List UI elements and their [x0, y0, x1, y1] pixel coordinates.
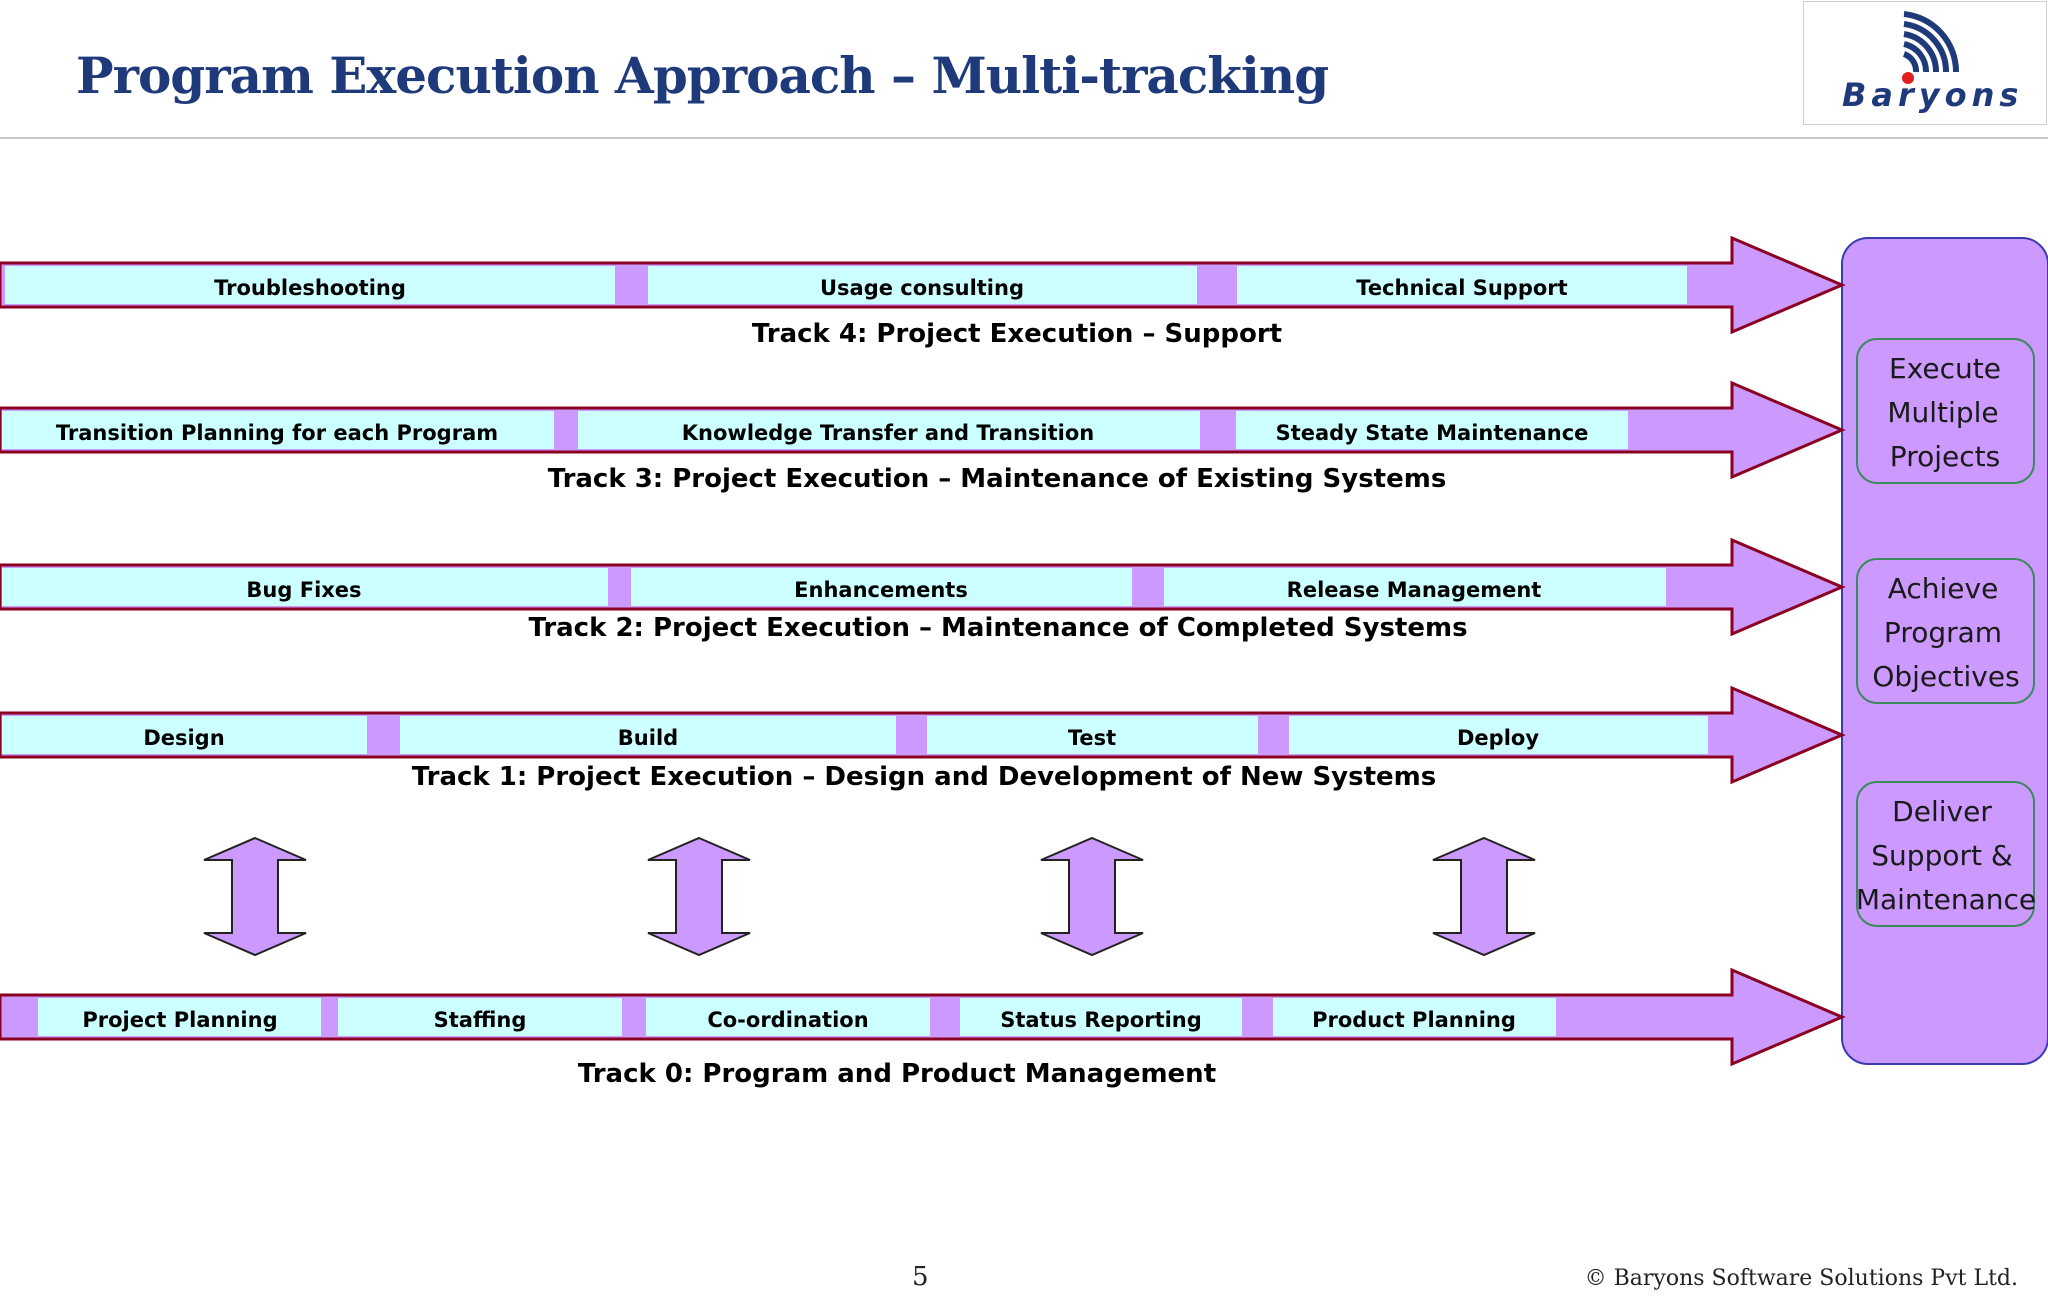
- track-2-segment-1: [2, 568, 608, 606]
- double-arrow-icon: [1432, 836, 1536, 957]
- track-2-segment-2-label: Enhancements: [794, 578, 968, 602]
- double-arrow-icon: [203, 836, 307, 957]
- track-0: Project Planning Staffing Co-ordination …: [0, 967, 1846, 1089]
- track-0-segment-4-label: Status Reporting: [1000, 1008, 1202, 1032]
- copyright-notice: © Baryons Software Solutions Pvt Ltd.: [1584, 1266, 2018, 1291]
- track-2-segment-2: [631, 568, 1132, 606]
- track-2-label: Track 2: Project Execution – Maintenance…: [528, 613, 1467, 643]
- track-0-segment-2-label: Staffing: [434, 1008, 527, 1032]
- track-4: Troubleshooting Usage consulting Technic…: [0, 235, 1846, 349]
- track-3-segment-3-label: Steady State Maintenance: [1276, 421, 1589, 445]
- goal-execute-line-2: Multiple: [1887, 396, 1998, 429]
- track-1-segment-4: [1289, 716, 1708, 754]
- track-0-segment-3: [646, 998, 930, 1036]
- track-1-segment-1: [2, 716, 367, 754]
- goal-achieve-line-1: Achieve: [1888, 572, 1999, 605]
- goal-deliver-box: Deliver Support & Maintenance: [1856, 781, 2036, 927]
- track-1-segment-4-label: Deploy: [1457, 726, 1539, 750]
- track-4-segment-1: [5, 266, 615, 304]
- track-1-segment-2-label: Build: [618, 726, 678, 750]
- logo-text: Baryons: [1842, 76, 2024, 114]
- track-1-segment-3: [927, 716, 1258, 754]
- track-3-segment-1-label: Transition Planning for each Program: [56, 421, 498, 445]
- slide-title: Program Execution Approach – Multi-track…: [76, 46, 1329, 105]
- track-4-label: Track 4: Project Execution – Support: [752, 319, 1282, 349]
- track-1-label: Track 1: Project Execution – Design and …: [412, 762, 1437, 792]
- track-3-segment-3: [1236, 411, 1628, 449]
- track-3-segment-2: [578, 411, 1200, 449]
- track-4-segment-3: [1237, 266, 1687, 304]
- track-0-segment-2: [338, 998, 622, 1036]
- track-0-segment-5-label: Product Planning: [1312, 1008, 1516, 1032]
- logo-signal-icon: [1902, 11, 1960, 84]
- double-arrow-icon: [647, 836, 751, 957]
- track-2-segment-1-label: Bug Fixes: [246, 578, 361, 602]
- goal-achieve-line-2: Program: [1884, 616, 2002, 649]
- goal-achieve-line-3: Objectives: [1872, 660, 2019, 693]
- goal-deliver-line-3: Maintenance: [1856, 883, 2036, 916]
- track-2-segment-3: [1164, 568, 1666, 606]
- goal-deliver-line-1: Deliver: [1892, 795, 1992, 828]
- track-3-label: Track 3: Project Execution – Maintenance…: [548, 464, 1447, 494]
- header-divider: [0, 137, 2048, 139]
- goal-execute-box: Execute Multiple Projects: [1856, 338, 2035, 484]
- track-1: Design Build Test Deploy Track 1: Projec…: [0, 685, 1846, 792]
- track-1-segment-1-label: Design: [143, 726, 224, 750]
- track-1-segment-3-label: Test: [1068, 726, 1116, 750]
- track-4-segment-3-label: Technical Support: [1356, 276, 1567, 300]
- double-arrow-icon: [1040, 836, 1144, 957]
- track-0-label: Track 0: Program and Product Management: [578, 1059, 1216, 1089]
- track-4-segment-2-label: Usage consulting: [820, 276, 1024, 300]
- track-1-arrow: [0, 685, 1846, 785]
- track-2-segment-3-label: Release Management: [1287, 578, 1542, 602]
- track-0-segment-3-label: Co-ordination: [707, 1008, 868, 1032]
- track-0-segment-4: [960, 998, 1242, 1036]
- track-0-segment-1: [38, 998, 321, 1036]
- page-number: 5: [912, 1262, 929, 1292]
- goal-achieve-box: Achieve Program Objectives: [1856, 558, 2035, 704]
- track-0-segment-5: [1273, 998, 1556, 1036]
- track-4-segment-1-label: Troubleshooting: [214, 276, 406, 300]
- track-3: Transition Planning for each Program Kno…: [0, 380, 1846, 494]
- goal-execute-line-3: Projects: [1890, 440, 2000, 473]
- track-4-segment-2: [648, 266, 1197, 304]
- track-1-segment-2: [400, 716, 896, 754]
- track-3-segment-1: [2, 411, 554, 449]
- track-0-segment-1-label: Project Planning: [82, 1008, 277, 1032]
- goal-execute-line-1: Execute: [1889, 352, 2001, 385]
- track-3-segment-2-label: Knowledge Transfer and Transition: [682, 421, 1094, 445]
- goal-deliver-line-2: Support &: [1871, 839, 2012, 872]
- track-2: Bug Fixes Enhancements Release Managemen…: [0, 537, 1846, 643]
- company-logo: Baryons: [1803, 1, 2047, 125]
